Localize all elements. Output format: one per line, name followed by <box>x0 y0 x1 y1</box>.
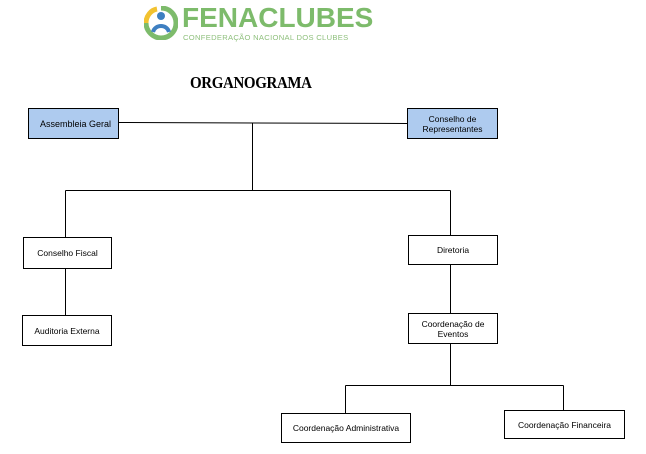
node-auditoria-externa: Auditoria Externa <box>22 315 112 346</box>
logo-subtitle: CONFEDERAÇÃO NACIONAL DOS CLUBES <box>183 33 349 42</box>
page-title: ORGANOGRAMA <box>190 73 312 92</box>
node-conselho-fiscal: Conselho Fiscal <box>23 237 112 269</box>
fenaclubes-logo-icon <box>144 6 178 40</box>
node-coordenacao-financeira: Coordenação Financeira <box>504 410 625 439</box>
node-diretoria: Diretoria <box>408 235 498 265</box>
fenaclubes-logo: FENACLUBES CONFEDERAÇÃO NACIONAL DOS CLU… <box>144 2 373 44</box>
node-assembleia-geral: Assembleia Geral <box>28 108 119 139</box>
logo-name: FENACLUBES <box>182 2 374 33</box>
node-conselho-representantes: Conselho de Representantes <box>407 108 498 139</box>
connector-top-horizontal <box>117 122 408 124</box>
node-coordenacao-eventos: Coordenação de Eventos <box>408 313 498 344</box>
node-coordenacao-administrativa: Coordenação Administrativa <box>281 413 411 443</box>
